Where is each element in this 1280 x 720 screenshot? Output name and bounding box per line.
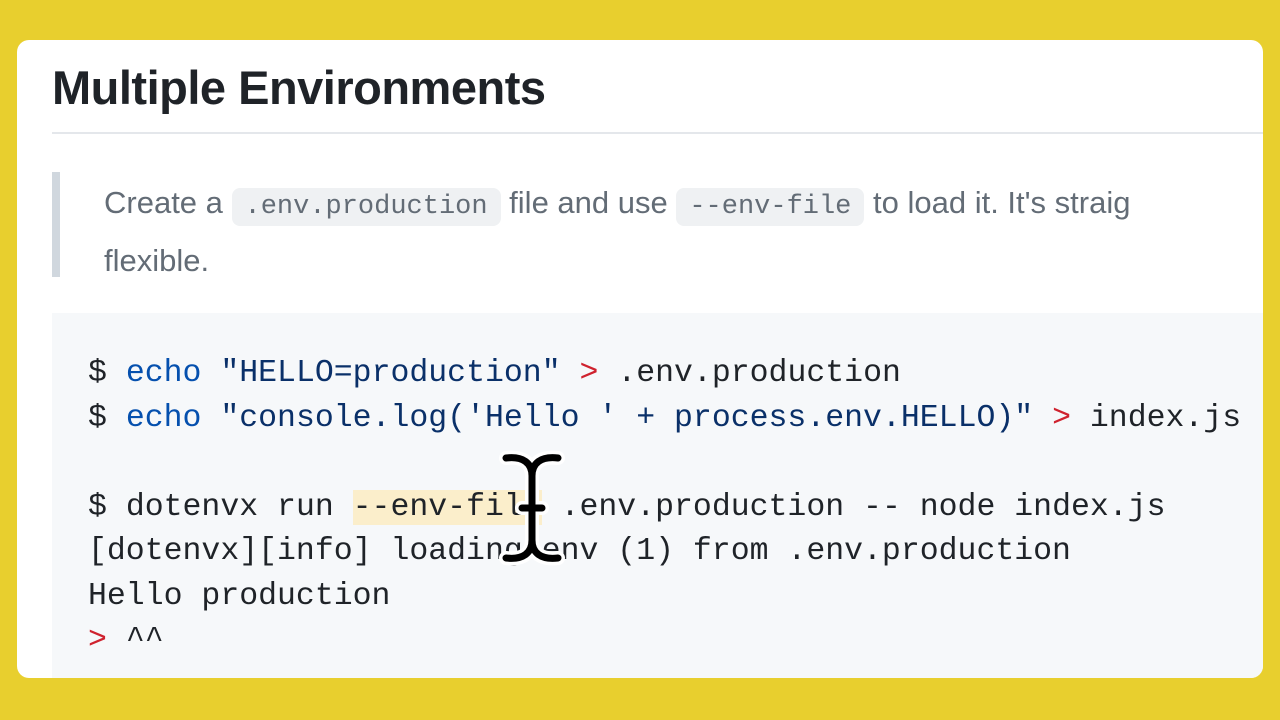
code-line: Hello production [88, 578, 391, 614]
blockquote: Create a .env.production file and use --… [52, 172, 1263, 278]
code-line: $ dotenvx run --env-file .env.production… [88, 489, 1166, 525]
text: file and use [500, 185, 677, 220]
code-line: > ^^ [88, 623, 164, 658]
selection-highlight: --env-file [352, 489, 542, 525]
code-block[interactable]: $ echo "HELLO=production" > .env.product… [52, 313, 1263, 678]
blockquote-text: Create a .env.production file and use --… [104, 176, 1130, 287]
doc-card: Multiple Environments Create a .env.prod… [17, 40, 1263, 678]
i-beam-cursor-icon [499, 450, 565, 566]
code-content[interactable]: $ echo "HELLO=production" > .env.product… [88, 352, 1241, 664]
text: to load it. It's straig [864, 185, 1131, 220]
code-line: $ echo "console.log('Hello ' + process.e… [88, 400, 1242, 436]
text: flexible. [104, 243, 210, 278]
inline-code: --env-file [676, 188, 865, 226]
code-line: [dotenvx][info] loading env (1) from .en… [88, 534, 1071, 569]
page-title: Multiple Environments [52, 61, 546, 114]
code-line: $ echo "HELLO=production" > .env.product… [88, 356, 901, 391]
divider [52, 132, 1263, 134]
text: Create a [104, 185, 232, 220]
inline-code: .env.production [231, 188, 501, 226]
